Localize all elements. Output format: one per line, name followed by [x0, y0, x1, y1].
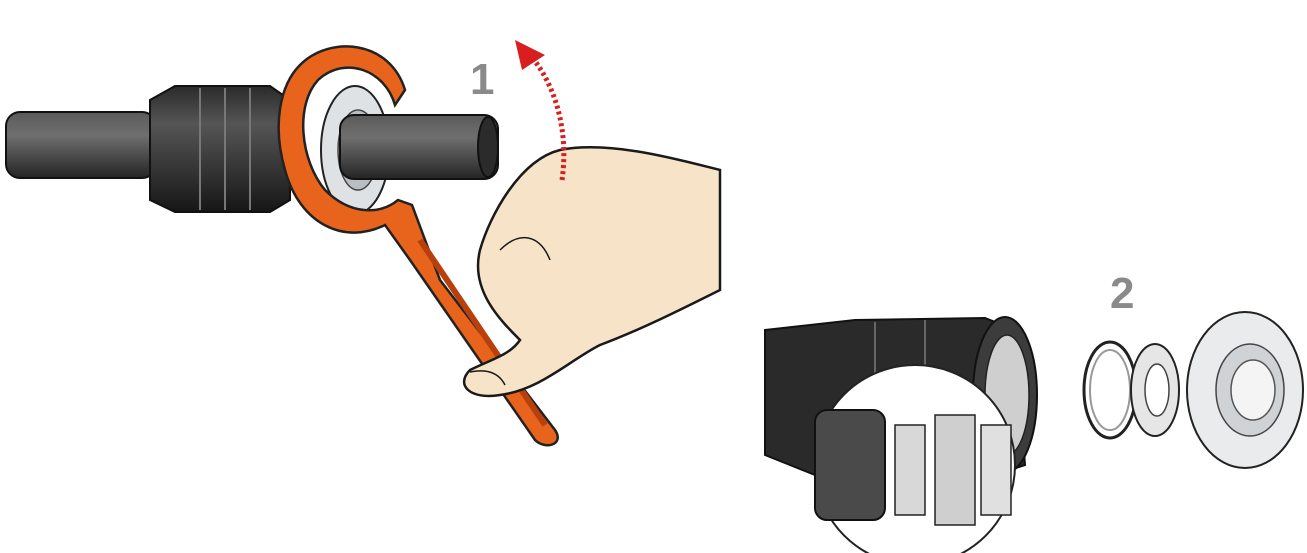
step-2-illustration — [755, 250, 1307, 553]
step-number-2: 2 — [1110, 272, 1134, 316]
exploded-fitting-icon — [755, 250, 1307, 553]
step-number-1: 1 — [470, 58, 494, 102]
wrench-on-pipe-icon — [0, 0, 730, 460]
step-1-illustration — [0, 0, 730, 460]
